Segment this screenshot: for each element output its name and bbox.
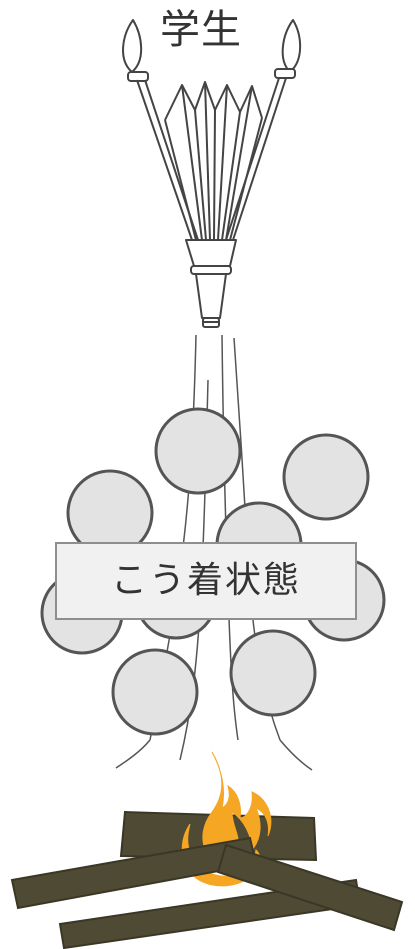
crowd-circle bbox=[282, 433, 370, 521]
state-label-box: こう着状態 bbox=[55, 542, 357, 620]
crowd-circle bbox=[111, 648, 199, 736]
campfire-icon bbox=[10, 751, 404, 949]
crowd-circle bbox=[229, 629, 317, 717]
log bbox=[216, 843, 404, 932]
whisk-icon bbox=[122, 19, 302, 328]
page-title: 学生 bbox=[160, 7, 242, 53]
crowd-circle bbox=[154, 407, 242, 495]
state-label-text: こう着状態 bbox=[110, 560, 301, 601]
